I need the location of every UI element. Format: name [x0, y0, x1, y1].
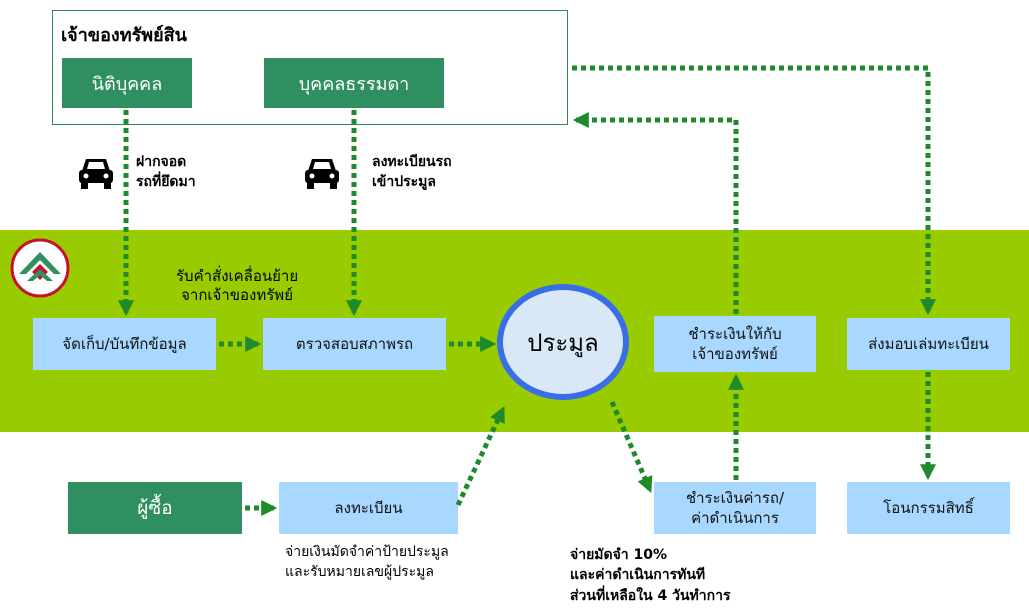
individual-person-box: บุคคลธรรมดา	[264, 58, 444, 108]
register-note: จ่ายเงินมัดจำค่าป้ายประมูลและรับหมายเลขผ…	[285, 544, 449, 581]
pay-owner-box: ชำระเงินให้กับเจ้าของทรัพย์	[654, 316, 816, 372]
transfer-ownership-box: โอนกรรมสิทธิ์	[847, 482, 1010, 534]
owner-title: เจ้าของทรัพย์สิน	[61, 25, 187, 46]
logo-icon	[7, 237, 73, 299]
inspect-car-box: ตรวจสอบสภาพรถ	[263, 318, 446, 370]
store-record-box: จัดเก็บ/บันทึกข้อมูล	[33, 318, 216, 370]
car-icon	[76, 153, 116, 193]
pay-fees-box: ชำระเงินค่ารถ/ค่าดำเนินการ	[654, 482, 816, 534]
arrow-owner-to-deliver	[572, 65, 937, 316]
arrow-auction-to-payfees	[609, 401, 653, 493]
arrow-payowner-to-owner	[572, 111, 739, 314]
buyer-box: ผู้ซื้อ	[68, 482, 242, 534]
receive-order-label: รับคำสั่งเคลื่อนย้ายจากเจ้าของทรัพย์	[176, 267, 299, 304]
register-box: ลงทะเบียน	[279, 482, 458, 534]
deposit-label: ฝากจอดรถที่ยึดมา	[136, 154, 196, 190]
payment-note: จ่ายมัดจำ 10%และค่าดำเนินการทันทีส่วนที่…	[570, 547, 731, 604]
juristic-person-box: นิติบุคคล	[62, 58, 192, 108]
auction-circle: ประมูล	[497, 284, 629, 400]
car-icon	[302, 153, 342, 193]
deliver-book-box: ส่งมอบเล่มทะเบียน	[847, 318, 1010, 370]
arrow-register-to-auction	[455, 406, 506, 507]
register-car-label: ลงทะเบียนรถเข้าประมูล	[372, 154, 452, 190]
